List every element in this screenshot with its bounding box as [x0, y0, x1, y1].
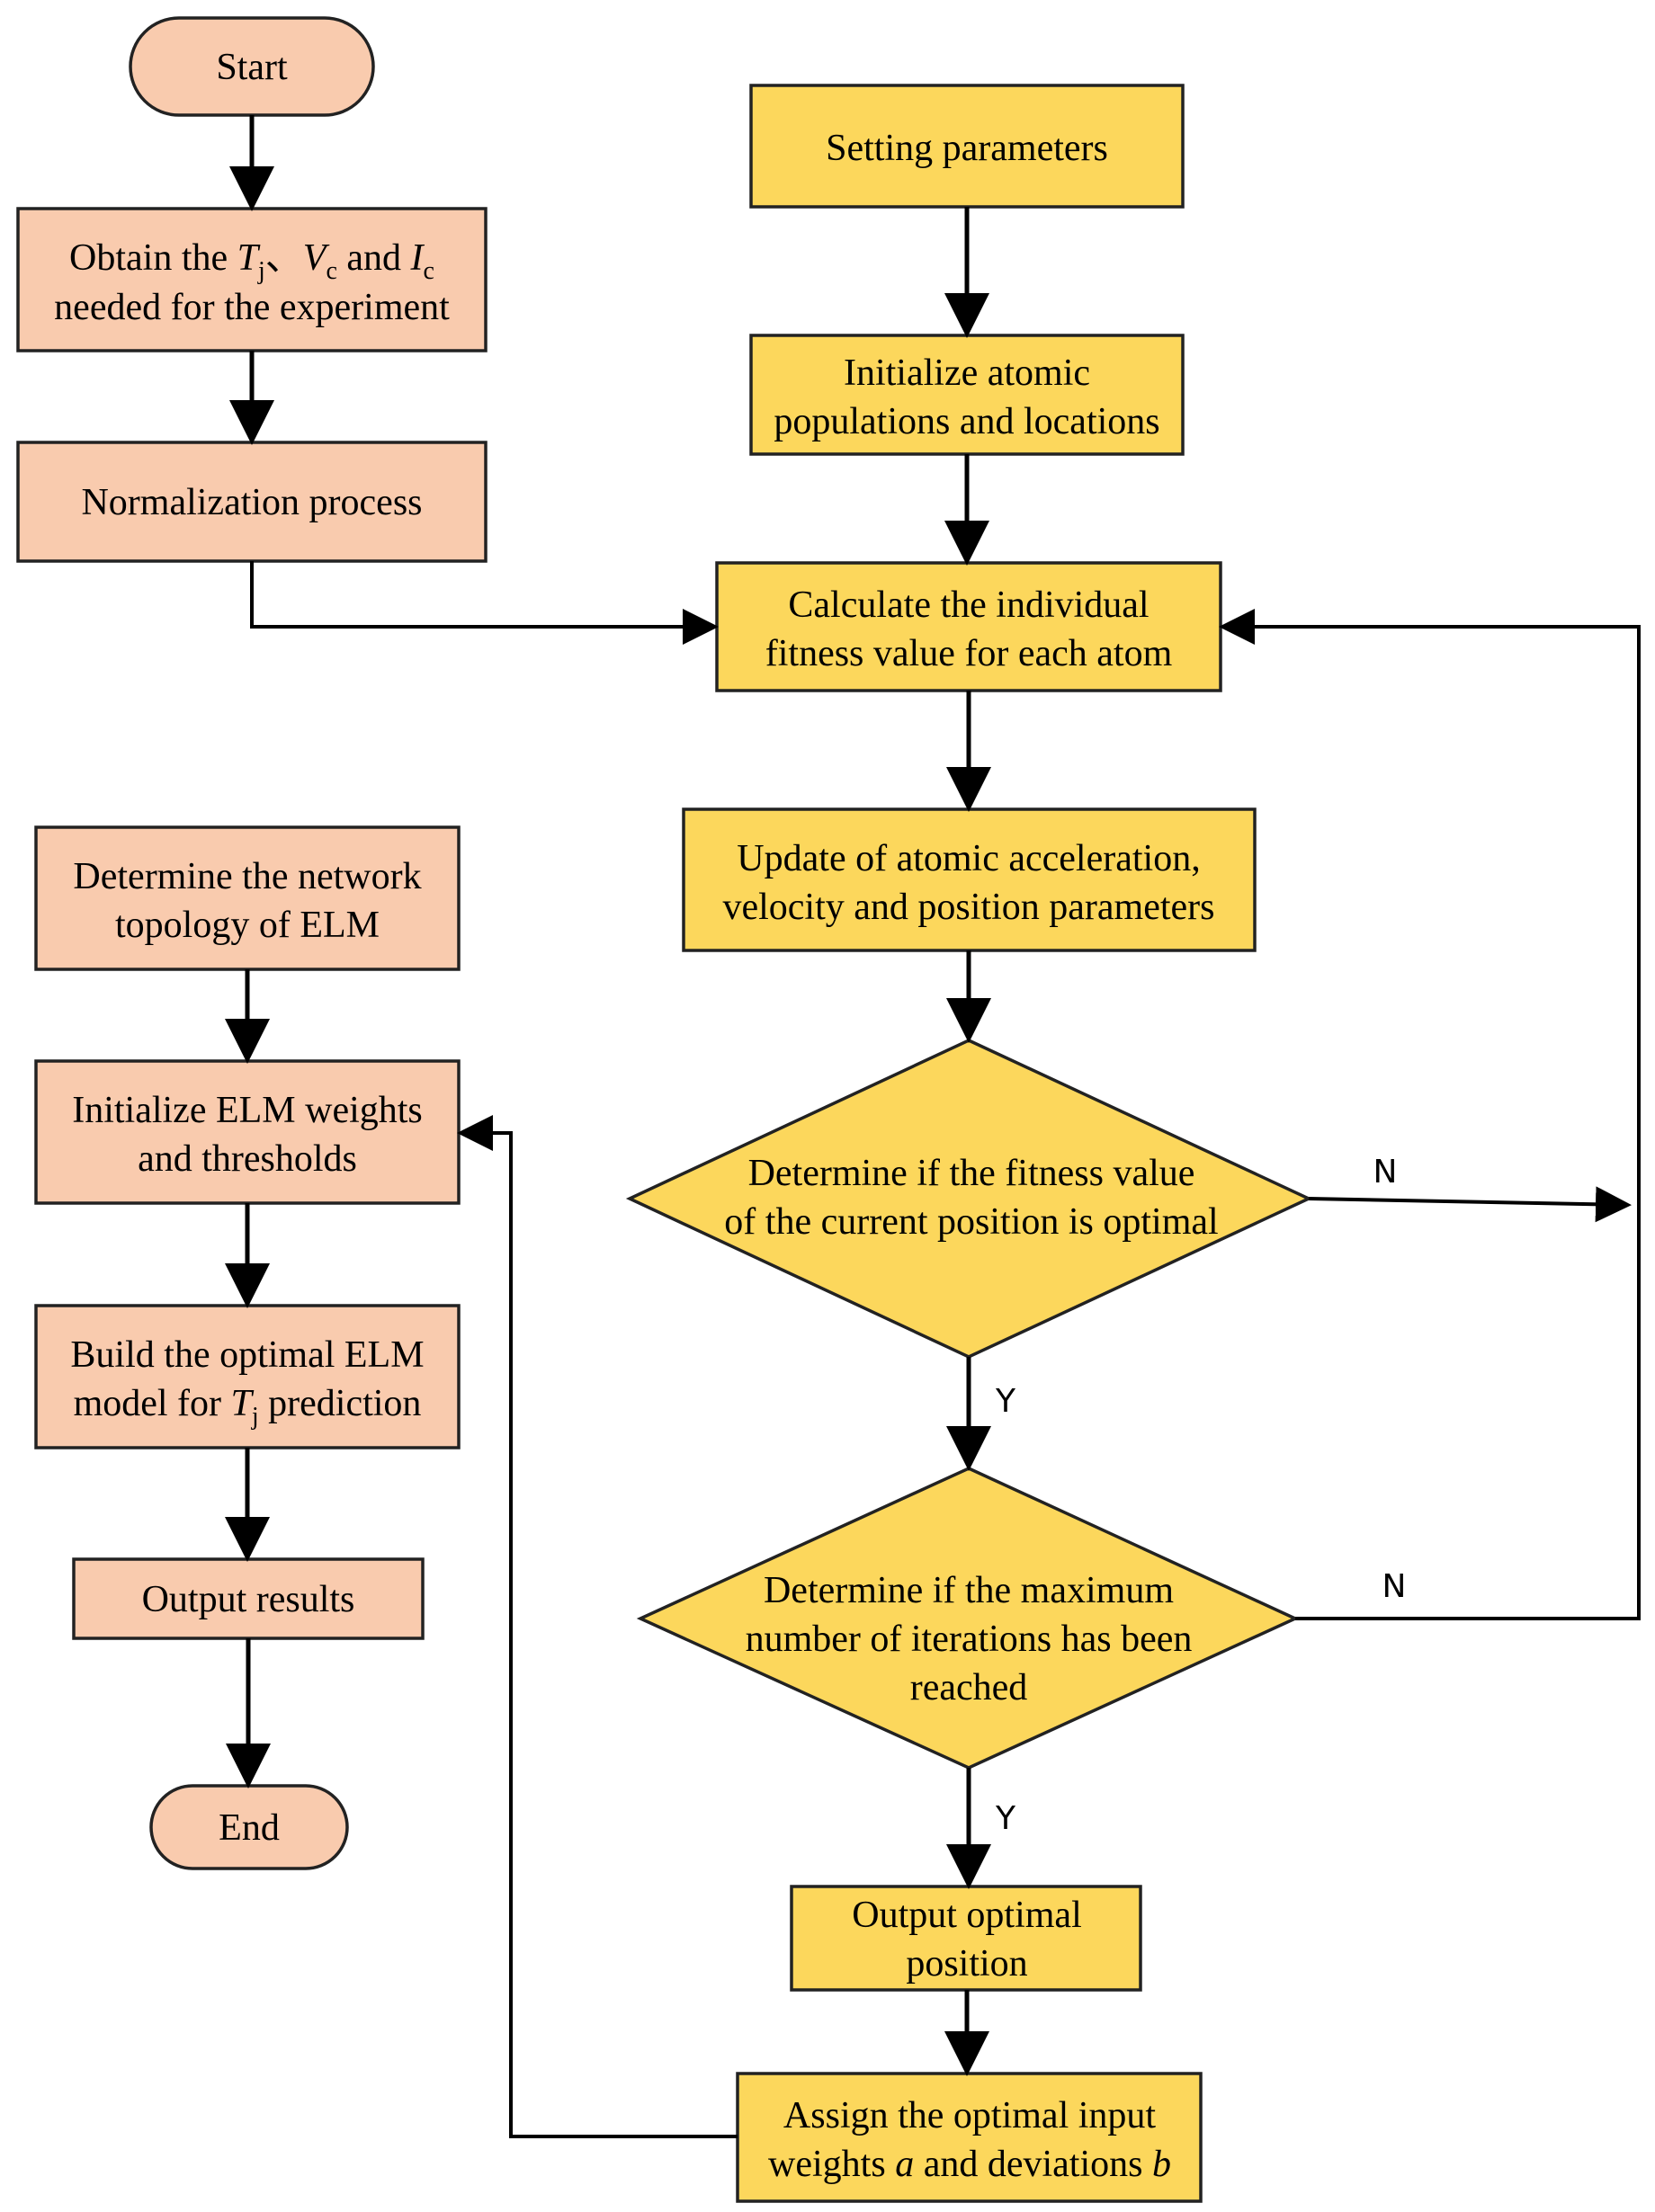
init-elm-label-line1: Initialize ELM weights — [72, 1090, 423, 1131]
build-node — [34, 1304, 461, 1449]
output-results-label: Output results — [142, 1579, 355, 1620]
init-elm-label-line2: and thresholds — [138, 1138, 357, 1180]
output-optimal-label-line2: position — [906, 1943, 1027, 1985]
update-label-line2: velocity and position parameters — [722, 887, 1214, 928]
decide-iter-label-line1: Determine if the maximum — [764, 1570, 1174, 1611]
decide-fitness-node — [625, 1039, 1313, 1359]
label-n-fitness: N — [1373, 1154, 1398, 1191]
assign-label-line1: Assign the optimal input — [783, 2095, 1156, 2136]
topology-node — [34, 825, 461, 971]
obtain-label-line2: needed for the experiment — [54, 287, 450, 328]
topology-label-line1: Determine the network — [73, 856, 421, 897]
setting-label: Setting parameters — [826, 128, 1108, 169]
decide-iter-label-line2: number of iterations has been — [746, 1619, 1193, 1660]
topology-label-line2: topology of ELM — [115, 905, 380, 946]
decide-fitness-label-line2: of the current position is optimal — [724, 1201, 1218, 1243]
update-label-line1: Update of atomic acceleration, — [737, 838, 1200, 879]
calc-fitness-label-line2: fitness value for each atom — [765, 633, 1173, 674]
edge-normalize-calc — [250, 561, 719, 645]
edge-iter-no — [1219, 609, 1641, 1620]
obtain-node — [16, 207, 488, 352]
build-label-line1: Build the optimal ELM — [70, 1334, 424, 1376]
edge-assign-init-elm — [457, 1115, 738, 2138]
normalize-label: Normalization process — [81, 482, 422, 523]
edge-fitness-no — [1308, 1186, 1632, 1223]
decide-fitness-label-line1: Determine if the fitness value — [748, 1153, 1195, 1194]
calc-fitness-node — [715, 561, 1222, 692]
start-label: Start — [216, 47, 288, 88]
label-n-iter: N — [1382, 1568, 1407, 1605]
assign-label-line2: weights a and deviations b — [768, 2144, 1171, 2185]
build-label-line2: model for Tj prediction — [74, 1383, 422, 1431]
init-elm-node — [34, 1059, 461, 1205]
calc-fitness-label-line1: Calculate the individual — [788, 584, 1149, 626]
init-atoms-label-line1: Initialize atomic — [844, 352, 1090, 394]
obtain-label-line1: Obtain the Tj、Vc and Ic — [69, 237, 434, 285]
update-node — [682, 807, 1257, 952]
end-label: End — [219, 1807, 280, 1849]
label-y-fitness: Y — [995, 1383, 1016, 1420]
setting-node — [749, 84, 1185, 209]
normalize-node — [16, 441, 488, 563]
decide-iter-label-line3: reached — [910, 1667, 1028, 1708]
label-y-iter: Y — [995, 1800, 1016, 1837]
init-atoms-label-line2: populations and locations — [774, 401, 1159, 442]
output-optimal-label-line1: Output optimal — [852, 1895, 1082, 1936]
